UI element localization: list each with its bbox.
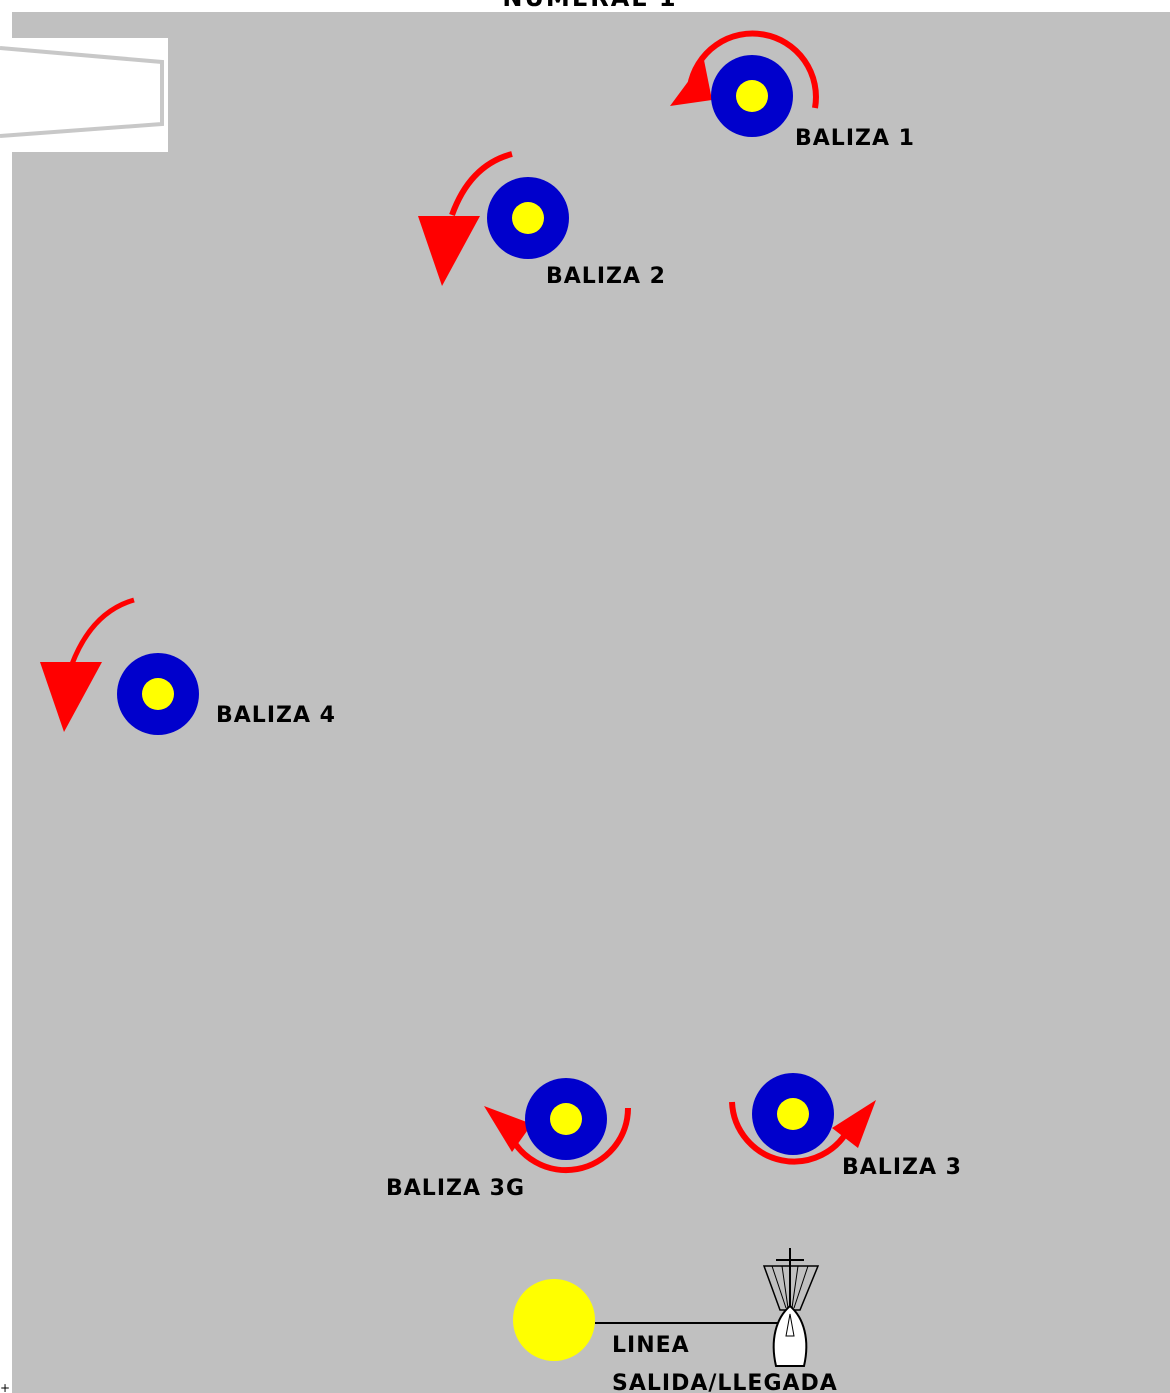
buoy-inner-icon [777, 1098, 809, 1130]
diagram-title: NUMERAL 1 [502, 0, 677, 12]
start-line-sublabel: SALIDA/LLEGADA [612, 1371, 838, 1393]
buoy-inner-icon [142, 678, 174, 710]
start-line-label: LINEA [612, 1333, 690, 1358]
buoy-label-1: BALIZA 1 [795, 126, 915, 151]
paper-fragment [0, 38, 168, 152]
buoy-inner-icon [550, 1103, 582, 1135]
buoy-label-3: BALIZA 3 [842, 1155, 962, 1180]
buoy-label-2: BALIZA 2 [546, 264, 666, 289]
buoy-label-4: BALIZA 4 [216, 703, 336, 728]
buoy-inner-icon [736, 80, 768, 112]
buoy-inner-icon [512, 202, 544, 234]
buoy-label-3g: BALIZA 3G [386, 1176, 525, 1201]
corner-mark: + [0, 1381, 10, 1393]
start-buoy-icon [513, 1279, 595, 1361]
